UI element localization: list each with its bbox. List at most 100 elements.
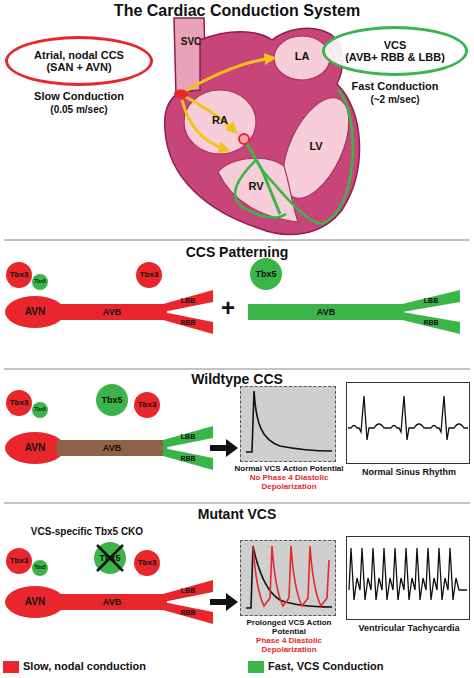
right-ventricle xyxy=(218,158,298,222)
text-label: LV xyxy=(302,140,330,153)
node-oval: AVN xyxy=(5,296,65,328)
node-oval: Atrial, nodal CCS(SAN + AVN) xyxy=(5,36,153,86)
panel-caption: Normal VCS Action PotentialNo Phase 4 Di… xyxy=(231,465,347,492)
text-label: Slow Conduction xyxy=(5,90,153,103)
node-text: Tbx5 xyxy=(34,279,46,285)
node-text: Tbx3 xyxy=(138,401,157,410)
legend-text: Slow, nodal conduction xyxy=(23,660,146,672)
node-text: VCS xyxy=(384,39,407,51)
transcription-factor-circle: Tbx3 xyxy=(134,392,160,418)
left-bundle-line xyxy=(262,90,353,224)
branch-fill xyxy=(163,426,213,448)
node-text: Tbx5 xyxy=(34,407,46,413)
node-text: Tbx5 xyxy=(34,565,46,571)
node-text: LBB xyxy=(424,297,438,305)
node-text: AVB xyxy=(317,307,335,317)
transcription-factor-circle: Tbx3 xyxy=(6,390,32,416)
node-text: Tbx3 xyxy=(10,399,29,408)
node-text: Tbx3 xyxy=(140,271,159,280)
node-text: (SAN + AVN) xyxy=(46,61,111,73)
bundle-branch: LBB xyxy=(163,290,213,312)
node-text: LBB xyxy=(181,297,195,305)
text-label: VCS-specific Tbx5 CKO xyxy=(2,526,172,538)
node-text: RBB xyxy=(180,319,195,327)
legend-text: Fast, VCS Conduction xyxy=(268,660,384,672)
his-bundle-line xyxy=(246,142,280,214)
section-divider xyxy=(4,240,470,241)
node-text: Tbx5 xyxy=(99,553,120,563)
bundle-branch: RBB xyxy=(163,448,213,470)
transcription-factor-circle: Tbx5 xyxy=(250,258,282,290)
text-label: SVC xyxy=(176,36,206,48)
node-text: Tbx5 xyxy=(101,395,122,405)
diagram-title: The Cardiac Conduction System xyxy=(0,2,474,20)
legend-swatch xyxy=(248,661,264,673)
node-text: Tbx3 xyxy=(10,271,29,280)
right-bundle-line xyxy=(235,160,286,217)
node-text: AVB xyxy=(103,597,121,607)
branch-fill xyxy=(163,448,213,470)
panel-caption: Normal Sinus Rhythm xyxy=(347,467,471,477)
node-oval: VCS(AVB+ RBB & LBB) xyxy=(322,26,468,76)
transcription-factor-circle: Tbx3 xyxy=(6,262,32,288)
node-text: Normal VCS Action Potential xyxy=(234,465,343,474)
node-text: No Phase 4 Diastolic Depolarization xyxy=(231,474,347,492)
bundle-bar: AVB xyxy=(248,304,404,320)
atrial-conduction-arrow xyxy=(184,96,236,132)
text-label: Mutant VCS xyxy=(0,506,474,522)
node-text: AVN xyxy=(25,596,45,607)
bundle-branch: LBB xyxy=(402,290,460,312)
left-atrium xyxy=(274,36,330,80)
panel-caption: Ventricular Tachycardia xyxy=(347,623,471,633)
right-atrium xyxy=(184,90,256,154)
legend-swatch xyxy=(3,661,19,673)
text-label: Fast Conduction xyxy=(322,80,468,93)
branch-fill xyxy=(402,290,460,312)
text-label: RA xyxy=(206,114,234,127)
transcription-factor-circle: Tbx3 xyxy=(136,262,162,288)
node-text: LBB xyxy=(181,587,195,595)
atrioventricular-node xyxy=(239,134,249,144)
node-text: Tbx3 xyxy=(10,557,29,566)
transcription-factor-circle: Tbx5 xyxy=(94,542,126,574)
result-arrow xyxy=(210,439,238,457)
node-text: Phase 4 Diastolic Depolarization xyxy=(231,637,347,655)
atrial-conduction-arrow xyxy=(184,58,274,92)
transcription-factor-circle: Tbx3 xyxy=(134,550,160,576)
bundle-bar: AVB xyxy=(57,594,167,610)
node-oval: AVN xyxy=(5,432,65,464)
bundle-branch: LBB xyxy=(163,580,213,602)
bundle-branch: RBB xyxy=(402,312,460,334)
node-text: AVN xyxy=(25,306,45,317)
bundle-branch: RBB xyxy=(163,312,213,334)
text-label: + xyxy=(213,294,243,322)
bundle-bar: AVB xyxy=(57,304,167,320)
result-arrow xyxy=(210,593,238,611)
text-label: (~2 m/sec) xyxy=(322,94,468,106)
transcription-factor-circle: Tbx5 xyxy=(32,560,48,576)
node-oval: AVN xyxy=(5,586,65,618)
node-text: RBB xyxy=(180,609,195,617)
node-text: Atrial, nodal CCS xyxy=(34,49,124,61)
transcription-factor-circle: Tbx3 xyxy=(6,548,32,574)
plot-panel: Normal VCS Action PotentialNo Phase 4 Di… xyxy=(240,386,336,462)
plot-panel: Normal Sinus Rhythm xyxy=(346,382,470,464)
bundle-bar: AVB xyxy=(57,440,167,456)
text-label: RV xyxy=(242,180,270,193)
text-label: (0.05 m/sec) xyxy=(5,104,153,116)
bundle-branch: RBB xyxy=(163,602,213,624)
transcription-factor-circle: Tbx5 xyxy=(32,402,48,418)
transcription-factor-circle: Tbx5 xyxy=(32,274,48,290)
section-divider xyxy=(4,503,470,504)
node-text: Normal Sinus Rhythm xyxy=(362,467,456,477)
branch-fill xyxy=(163,602,213,624)
node-text: AVN xyxy=(25,442,45,453)
node-text: Tbx5 xyxy=(255,269,276,279)
branch-fill xyxy=(163,290,213,312)
node-text: (AVB+ RBB & LBB) xyxy=(345,51,445,63)
node-text: RBB xyxy=(423,319,438,327)
node-text: RBB xyxy=(180,455,195,463)
panel-caption: Prolonged VCS Action PotentialPhase 4 Di… xyxy=(231,619,347,655)
branch-fill xyxy=(163,580,213,602)
transcription-factor-circle: Tbx5 xyxy=(96,384,128,416)
